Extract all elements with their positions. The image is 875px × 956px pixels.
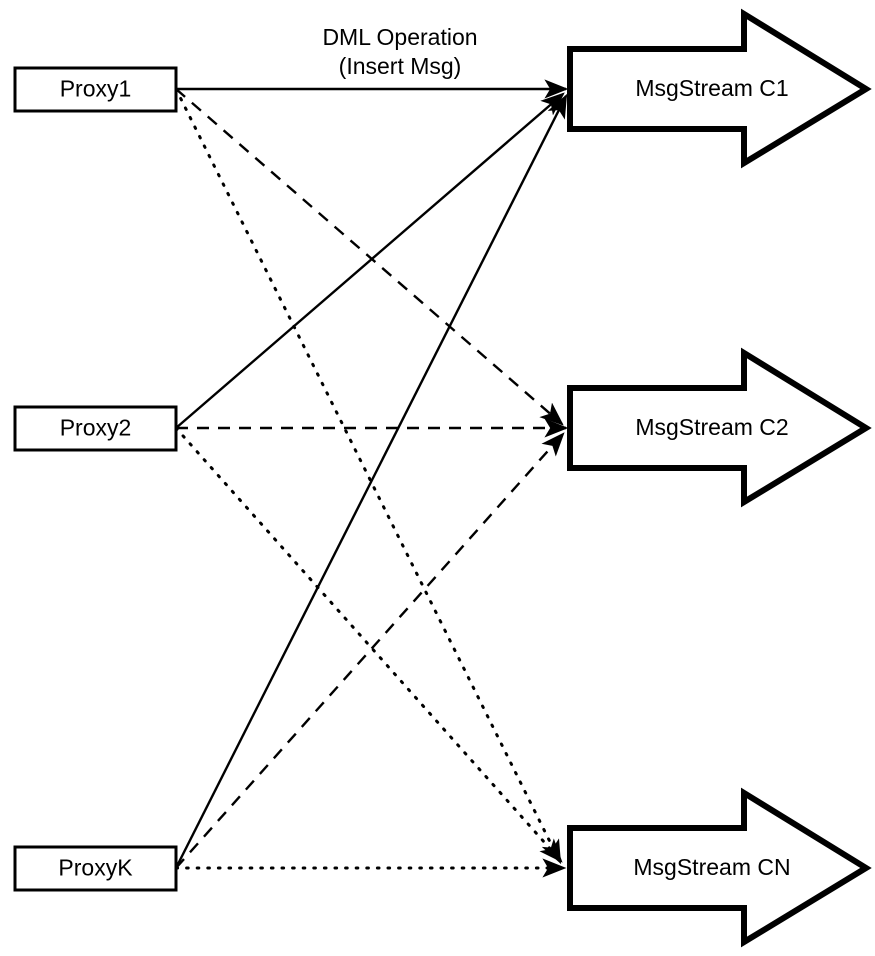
proxy-node-proxyk[interactable]: ProxyK xyxy=(13,845,178,892)
stream-c2-label: MsgStream C2 xyxy=(635,414,788,440)
connection-proxyk-to-stream-c1[interactable] xyxy=(174,93,568,869)
stream-c1-arrow-shape[interactable] xyxy=(567,8,872,169)
proxyk-box[interactable] xyxy=(13,845,178,892)
connection-proxy1-to-stream-cn[interactable] xyxy=(174,87,562,865)
connection-proxyk-to-stream-c2[interactable] xyxy=(175,432,565,869)
proxy1-box[interactable] xyxy=(13,66,178,113)
connection-proxy1-to-stream-c2[interactable] xyxy=(175,88,564,426)
stream-node-c1[interactable]: MsgStream C1 xyxy=(567,8,872,169)
connection-proxy2-to-stream-cn[interactable] xyxy=(174,426,563,863)
proxy-node-proxy2[interactable]: Proxy2 xyxy=(13,405,178,452)
proxy2-box[interactable] xyxy=(13,405,178,452)
connection-layer xyxy=(174,79,569,878)
edge-label-dml-operation: DML Operation (Insert Msg) xyxy=(322,24,477,79)
proxy2-label: Proxy2 xyxy=(60,415,132,441)
stream-c2-arrow-shape[interactable] xyxy=(567,347,872,508)
proxy-node-proxy1[interactable]: Proxy1 xyxy=(13,66,178,113)
stream-node-cn[interactable]: MsgStream CN xyxy=(567,787,872,948)
connection-proxy2-to-stream-c1[interactable] xyxy=(175,92,565,429)
stream-cn-arrow-shape[interactable] xyxy=(567,787,872,948)
edge-label-line-1: DML Operation xyxy=(322,24,477,50)
proxy1-label: Proxy1 xyxy=(60,76,132,102)
stream-cn-label: MsgStream CN xyxy=(633,854,790,880)
proxyk-label: ProxyK xyxy=(58,855,133,881)
stream-node-c2[interactable]: MsgStream C2 xyxy=(567,347,872,508)
stream-c1-label: MsgStream C1 xyxy=(635,75,788,101)
edge-label-line-2: (Insert Msg) xyxy=(339,53,462,79)
